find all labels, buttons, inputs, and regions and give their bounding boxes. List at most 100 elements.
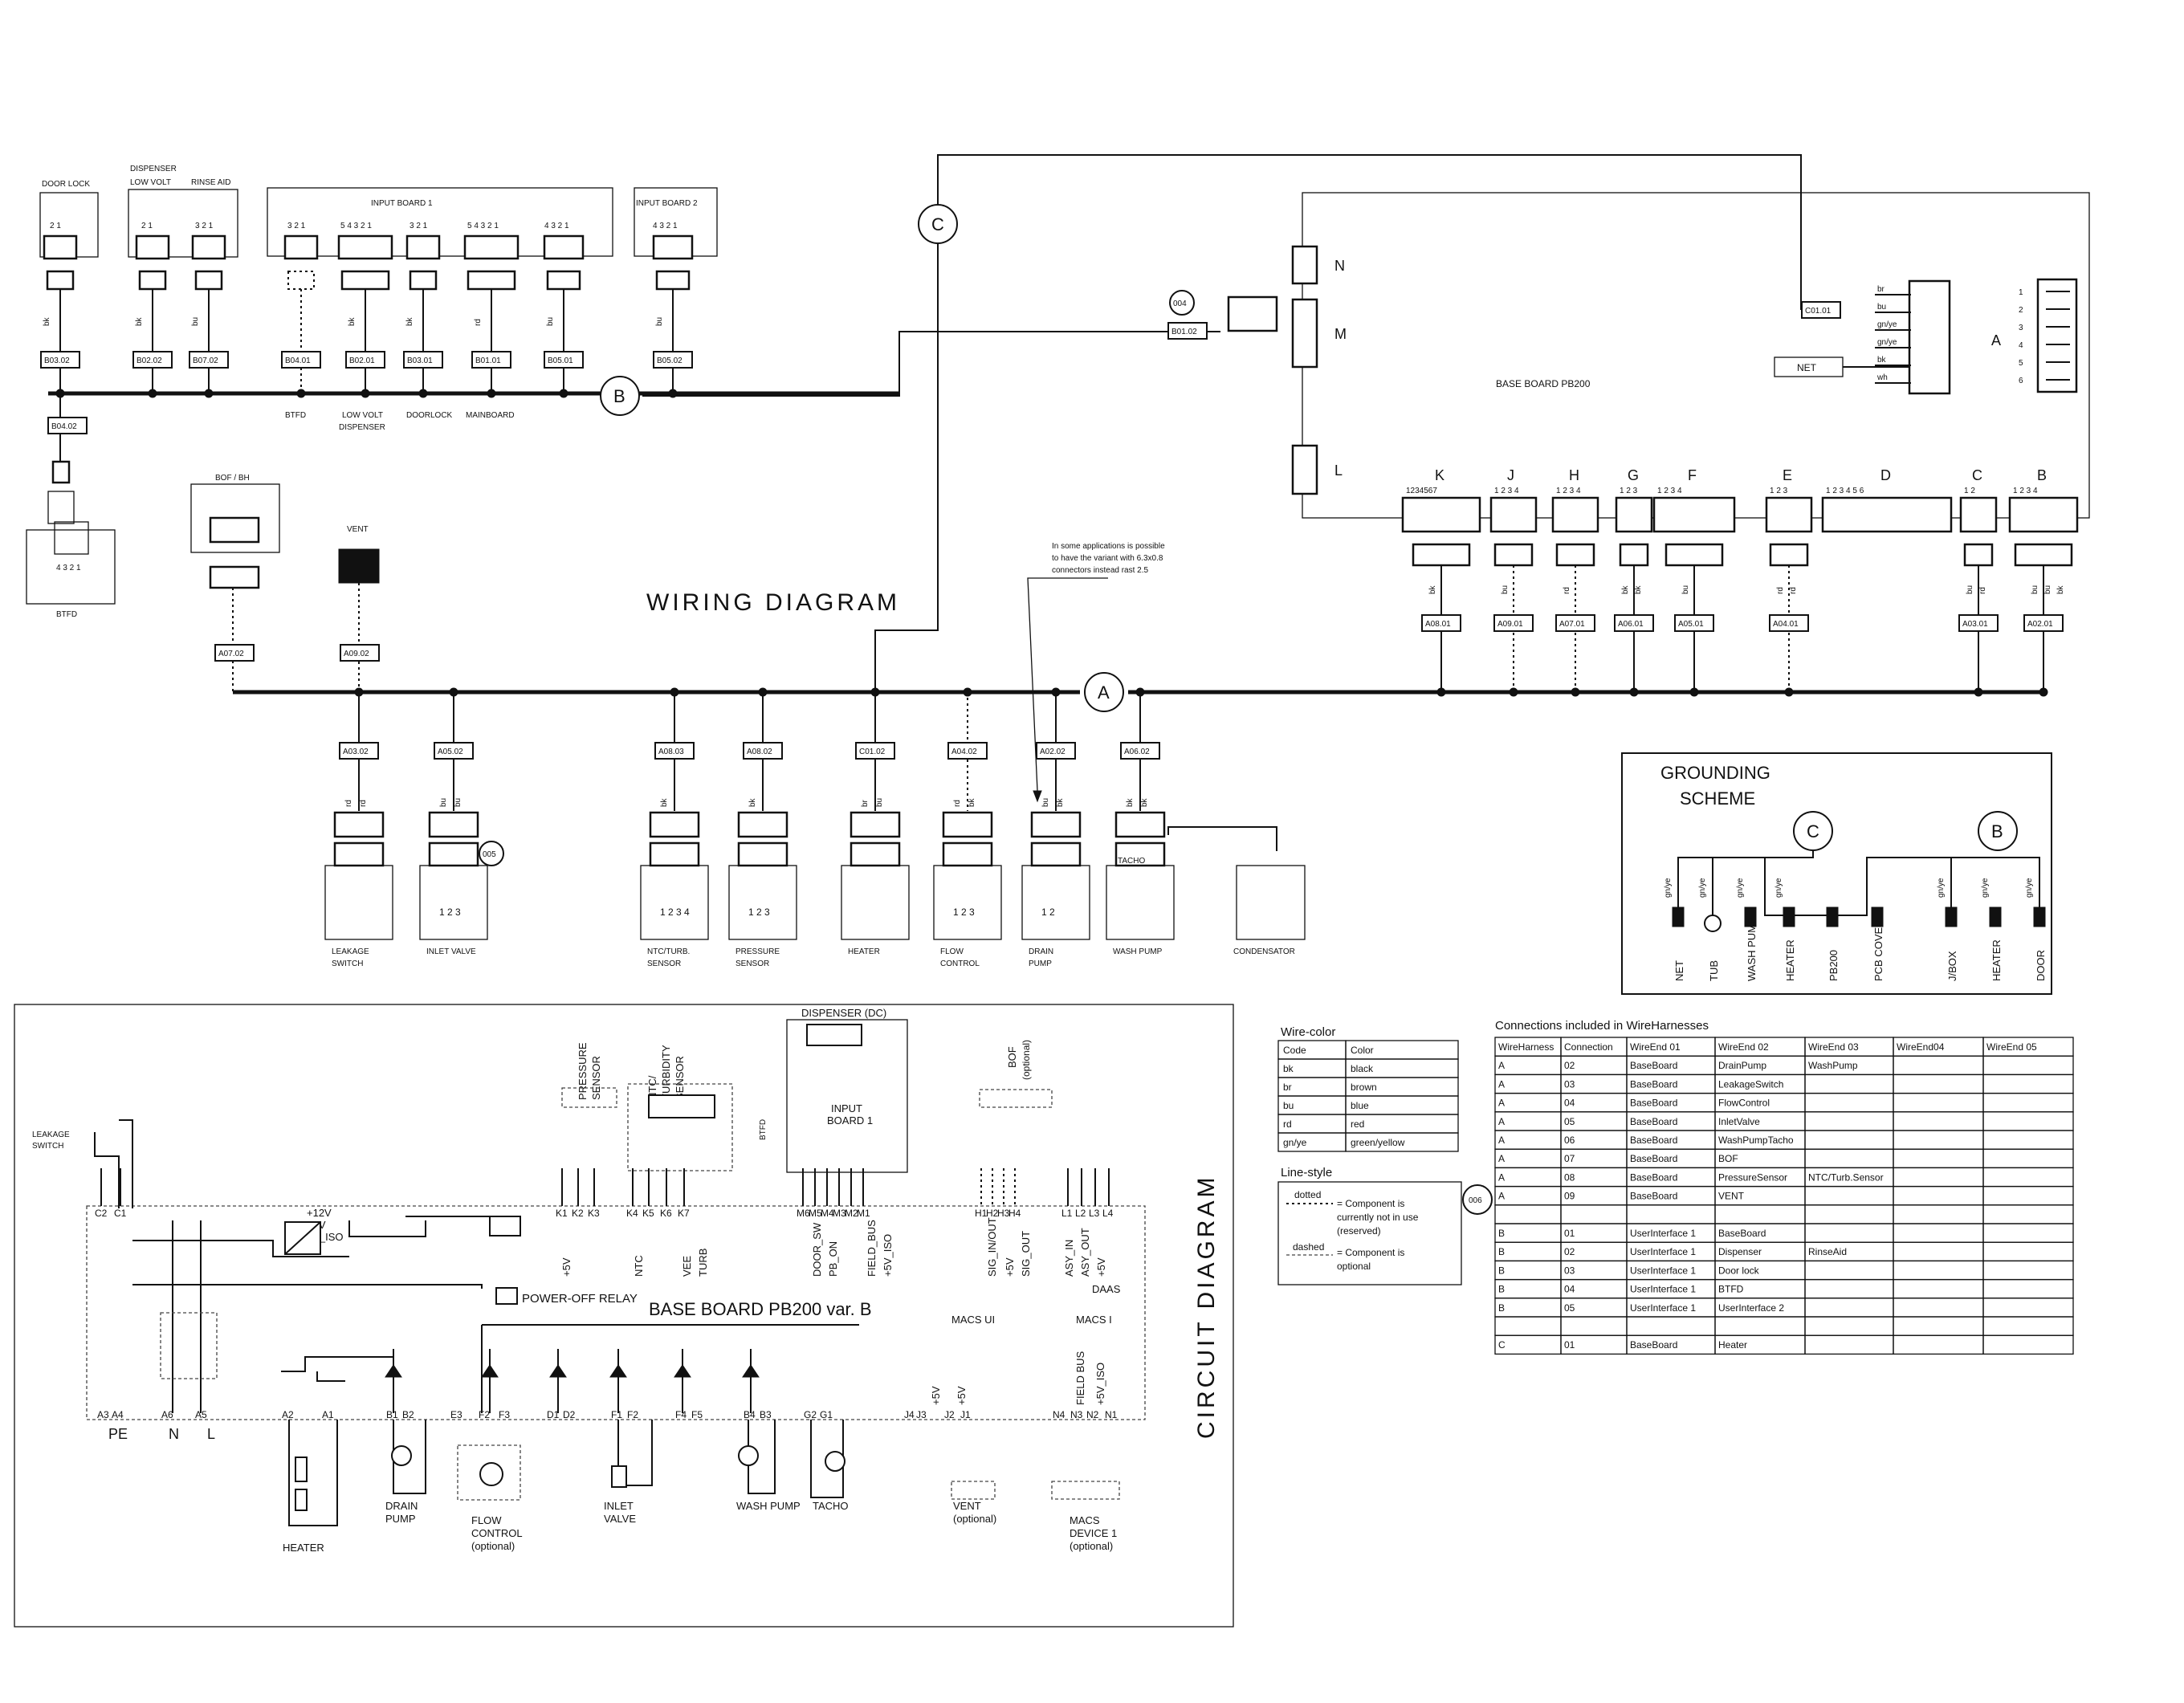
note-arrow: [1033, 790, 1042, 803]
conn-a-wire-1: bu: [1877, 303, 1886, 312]
cd-pin-bot-26: N3: [1070, 1409, 1083, 1420]
ht-text-4-3: InletValve: [1718, 1116, 1760, 1127]
ground-wire-c2: [1764, 857, 1951, 916]
ground-label-0: NET: [1673, 960, 1685, 981]
b-drop-wire-code-1: bk: [135, 316, 144, 326]
ht-text-0-4: WireEnd 03: [1808, 1041, 1859, 1053]
bottom-conn-wire-0-0: bk: [1428, 585, 1437, 594]
ground-hub-c-label: C: [1807, 821, 1819, 841]
tag-004-label: 004: [1173, 299, 1187, 308]
hub-c-label: C: [931, 214, 944, 234]
cd-load-label-2-0: FLOW: [471, 1514, 502, 1526]
cd-load-label-3-1: VALVE: [604, 1513, 636, 1525]
cd-pressure-block: [561, 1087, 617, 1108]
cd-pin-bot-16: F5: [691, 1409, 703, 1420]
ht-cell-11-5: [1893, 1241, 1984, 1262]
cd-sig-top-6: FIELD_BUS: [866, 1220, 878, 1277]
cd-pin-top-10: M5: [809, 1208, 822, 1219]
ht-text-7-2: BaseBoard: [1630, 1171, 1677, 1183]
b-drop-harness-label-5: B03.01: [407, 356, 433, 365]
wire-color-title: Wire-color: [1281, 1025, 1335, 1039]
comp-wire-code-1-1: bu: [454, 798, 462, 807]
cd-sig-bot-2: FIELD BUS: [1074, 1351, 1086, 1405]
cd-pin-bot-18: B3: [760, 1409, 772, 1420]
b-drop-harness-8: [653, 351, 693, 369]
ht-cell-3-4: [1804, 1092, 1894, 1113]
ht-text-6-3: BOF: [1718, 1153, 1738, 1164]
ht-cell-9-2: [1626, 1204, 1716, 1224]
ht-cell-10-5: [1893, 1223, 1984, 1243]
rail-12v: +12V: [307, 1207, 332, 1219]
side-conn-label-1: M: [1334, 326, 1347, 342]
cd-pin-bot-12: D2: [563, 1409, 576, 1420]
ht-text-11-4: RinseAid: [1808, 1246, 1847, 1257]
cd-pressure-1: PRESSURE: [577, 1042, 589, 1100]
cd-pin-top-14: M1: [857, 1208, 870, 1219]
comp-socket-2: [649, 841, 700, 867]
hub-b: B: [600, 376, 640, 416]
ht-cell-13-4: [1804, 1278, 1894, 1299]
board-m-plug: [1227, 295, 1278, 332]
cd-pin-bot-19: G2: [804, 1409, 817, 1420]
ht-cell-6-0: [1494, 1148, 1562, 1169]
conn-a-pin-5: 6: [2019, 377, 2023, 385]
dispenser-frame: [128, 189, 238, 258]
btfd-pins: 4 3 2 1: [56, 564, 81, 572]
cd-heater-r2: [295, 1489, 308, 1511]
bottom-conn-wire-4-0: bu: [1681, 585, 1690, 594]
line-style-dashed-d1: = Component is: [1337, 1247, 1404, 1258]
comp-harness-label-0: A03.02: [343, 748, 369, 756]
ground-term-2: [1744, 907, 1757, 927]
b-conn-housing-4: [337, 234, 393, 260]
ht-text-3-2: BaseBoard: [1630, 1098, 1677, 1109]
ht-cell-7-0: [1494, 1167, 1562, 1188]
b-conn-pins-5: 3 2 1: [410, 222, 428, 230]
b-conn-pins-4: 5 4 3 2 1: [340, 222, 372, 230]
macs-ui: MACS UI: [951, 1314, 995, 1326]
ht-text-16-1: 01: [1564, 1339, 1575, 1351]
wc-text-5-0: gn/ye: [1283, 1137, 1307, 1148]
bottom-conn-wire-7-1: rd: [1978, 587, 1987, 594]
label-btfd-box: BTFD: [56, 610, 77, 619]
hub-c: C: [918, 204, 958, 244]
cd-load-label-7-0: MACS: [1070, 1514, 1100, 1526]
cd-pin-bot-28: N1: [1105, 1409, 1118, 1420]
b-conn-pins-3: 3 2 1: [287, 222, 306, 230]
cd-pin-bot-10: F3: [499, 1409, 510, 1420]
ht-text-4-1: 05: [1564, 1116, 1575, 1127]
comp-node-4: [870, 687, 880, 697]
b-drop-harness-2: [189, 351, 229, 369]
ht-cell-8-6: [1982, 1185, 2074, 1206]
b-drop-harness-label-1: B02.02: [136, 356, 162, 365]
ht-cell-4-0: [1494, 1111, 1562, 1131]
circuit-frame: [14, 1004, 1234, 1628]
ht-text-12-2: UserInterface 1: [1630, 1265, 1696, 1276]
condensator-body: [1236, 865, 1306, 940]
b-node-btfd: [55, 389, 65, 398]
cd-pin-bot-24: J1: [960, 1409, 971, 1420]
b-drop-harness-3: [281, 351, 321, 369]
ht-text-1-1: 02: [1564, 1060, 1575, 1071]
condensator-label: CONDENSATOR: [1233, 947, 1295, 956]
label-btfd-sub: BTFD: [285, 411, 306, 420]
wc-text-1-0: bk: [1283, 1063, 1294, 1074]
cd-pin-bot-7: B2: [402, 1409, 414, 1420]
wash-tacho-label: TACHO: [1118, 857, 1145, 866]
cd-sig-top-9: +5V: [1004, 1257, 1016, 1277]
ground-term-5: [1871, 907, 1884, 927]
harness-c01-01: [1801, 301, 1841, 319]
label-dispenser-1: DISPENSER: [130, 165, 177, 173]
comp-harness-7: [1120, 742, 1160, 760]
board-side-connectors: NML: [1291, 245, 1347, 495]
comp-label-4-0: HEATER: [848, 947, 880, 956]
grounding-title-1: GROUNDING: [1660, 763, 1770, 783]
cd-load-label-6-1: (optional): [953, 1513, 996, 1525]
ht-text-16-0: C: [1498, 1339, 1506, 1351]
b-drop-wire-code-4: bk: [348, 316, 357, 326]
ground-wire-code-2: gn/ye: [1736, 878, 1745, 898]
label-a09-02: A09.02: [344, 650, 369, 658]
ht-cell-14-6: [1982, 1298, 2074, 1318]
comp-wire-code-6-1: bk: [1056, 797, 1065, 807]
cd-pin-top-11: M4: [821, 1208, 834, 1219]
